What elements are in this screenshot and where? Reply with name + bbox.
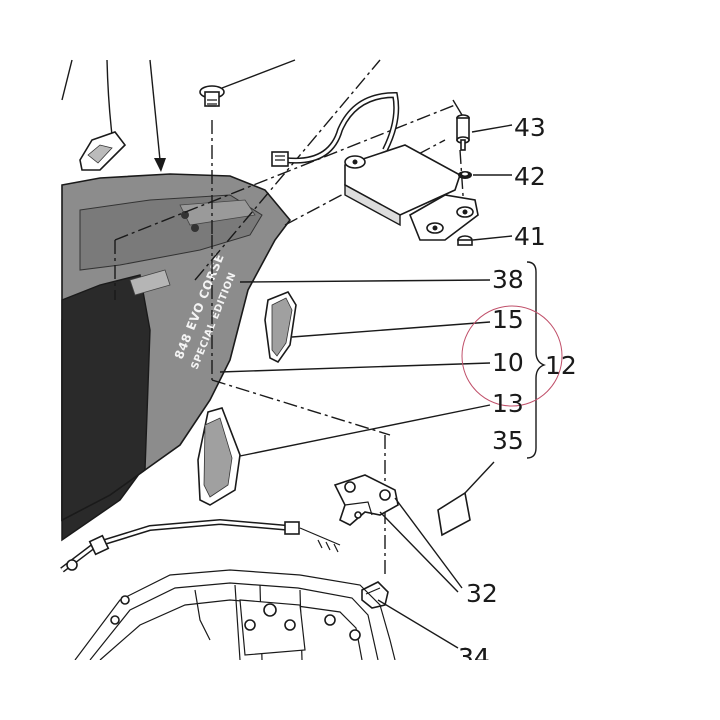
washer-part-42	[458, 171, 512, 179]
rear-subframe	[74, 569, 396, 661]
callout-38: 38	[492, 265, 524, 294]
release-cable	[60, 518, 341, 573]
callout-12: 12	[545, 351, 577, 380]
group-brace	[526, 261, 546, 459]
callout-labels: 43 42 41 38 15 10 13 35 12 32 34	[458, 113, 577, 672]
callout-43: 43	[514, 113, 546, 142]
callout-42: 42	[514, 162, 546, 191]
callout-34-top: 34	[458, 643, 490, 672]
reflector-part-15	[264, 291, 297, 364]
cable-harness	[271, 91, 400, 167]
leader-lines	[219, 99, 491, 649]
spacer-part-43	[456, 114, 513, 151]
nut-part-41	[457, 235, 513, 246]
highlight-circle	[461, 305, 563, 407]
reflector-part-13	[197, 407, 241, 506]
seat-screw	[199, 59, 296, 107]
callout-32: 32	[466, 579, 498, 608]
latch-part-32	[333, 474, 399, 526]
callout-13: 13	[492, 389, 524, 418]
top-left-arrows	[61, 59, 166, 172]
seat-cowl: 848 EVO CORSE SPECIAL EDITION	[61, 173, 292, 522]
module-bracket	[344, 144, 479, 241]
callout-10: 10	[492, 348, 524, 377]
callout-35: 35	[492, 426, 524, 455]
callout-41: 41	[514, 222, 546, 251]
callout-15: 15	[492, 305, 524, 334]
label-pad-part-35	[437, 461, 495, 537]
